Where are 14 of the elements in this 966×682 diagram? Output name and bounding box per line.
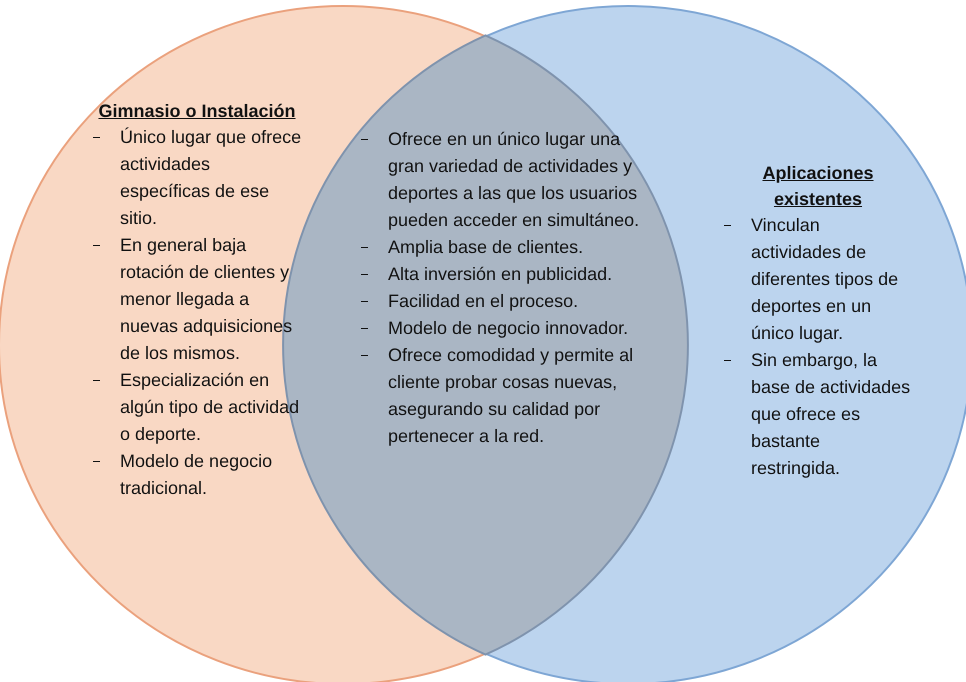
bullet-text: Especialización en algún tipo de actividad o deporte. <box>120 370 300 444</box>
bullet-text: Modelo de negocio tradicional. <box>120 451 272 498</box>
bullet-text: Alta inversión en publicidad. <box>388 264 612 284</box>
bullet-text: En general baja rotación de clientes y menor llegada a nuevas adquisiciones de los mismos. <box>120 235 292 363</box>
section-heading: Aplicaciones existentes <box>761 162 875 211</box>
bullet-text: Vinculan actividades de diferentes tipos de deportes en un único lugar. <box>751 215 898 343</box>
bullet-text: Amplia base de clientes. <box>388 237 584 257</box>
bullet-text: Ofrece en un único lugar una gran variedad de actividades y deportes a las que los usuarios pueden acceder en simultáneo. <box>388 129 640 230</box>
bullet-text: Ofrece comodidad y permite al cliente probar cosas nuevas, asegurando su calidad por pertenecer a la red. <box>388 345 634 446</box>
bullet-text: Único lugar que ofrece actividades específicas de ese sitio. <box>120 127 302 228</box>
bullet-text: Modelo de negocio innovador. <box>388 318 628 338</box>
section-heading: Gimnasio o Instalación <box>97 100 297 123</box>
bullet-text: Sin embargo, la base de actividades que ofrece es bastante restringida. <box>751 350 910 478</box>
bullet-text: Facilidad en el proceso. <box>388 291 578 311</box>
